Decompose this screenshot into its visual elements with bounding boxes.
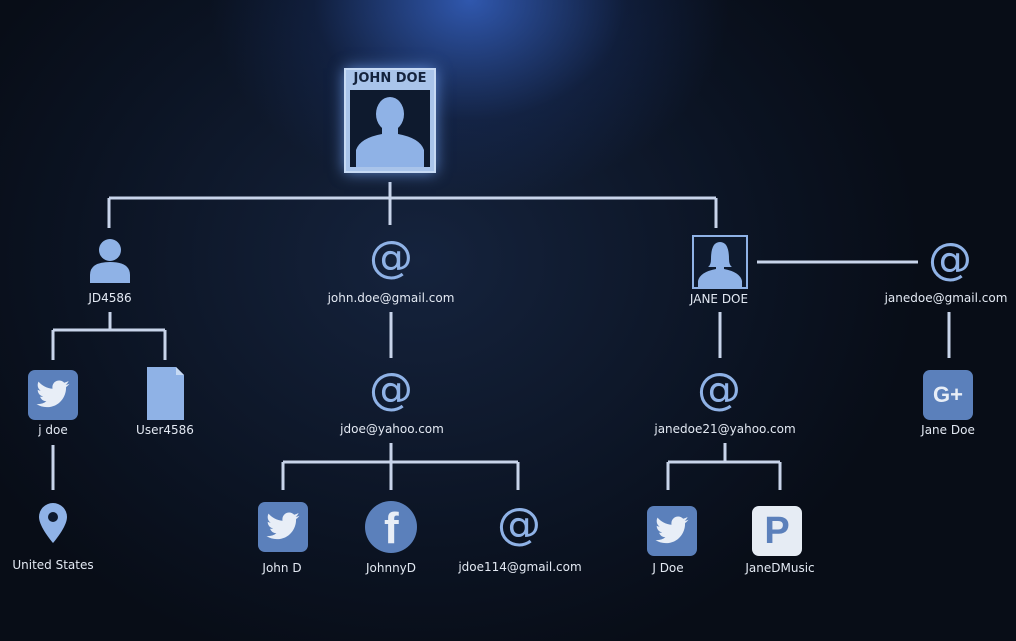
at-icon: @ [697,364,741,415]
twitter-jane-label: J Doe [652,561,684,575]
gmail-label: john.doe@gmail.com [327,291,455,305]
john-doe-card[interactable]: JOHN DOE [344,68,436,173]
pandora-icon: P [752,506,802,556]
at-icon: @ [369,364,413,415]
facebook-label: JohnnyD [365,561,417,575]
at-icon: @ [497,499,541,550]
jane-gmail-label: janedoe@gmail.com [884,291,1008,305]
at-icon: @ [928,234,972,285]
jane-doe-card[interactable] [692,235,748,289]
person-silhouette-icon [350,90,430,167]
twitter-icon [647,506,697,556]
twitter-icon [28,370,78,420]
yahoo-label: jdoe@yahoo.com [340,422,444,436]
username-label: JD4586 [88,291,132,305]
location-pin-icon [39,503,67,547]
twitter-johnd-label: John D [262,561,302,575]
user-icon [89,238,131,288]
facebook-glyph: f [384,504,399,553]
jane-yahoo-label: janedoe21@yahoo.com [654,422,796,436]
document-icon [147,367,184,424]
twitter-icon [258,502,308,552]
document-label: User4586 [136,423,194,437]
root-name: JOHN DOE [353,71,427,86]
facebook-icon: f [365,501,417,553]
google-plus-glyph: G+ [933,382,963,407]
pandora-label: JaneDMusic [745,561,815,575]
gmail2-label: jdoe114@gmail.com [458,560,582,574]
pandora-glyph: P [764,509,790,552]
location-label: United States [12,558,94,572]
twitter-jdoe-label: j doe [38,423,68,437]
jane-label: JANE DOE [689,292,749,306]
at-icon: @ [369,232,413,283]
gplus-label: Jane Doe [921,423,975,437]
google-plus-icon: G+ [923,370,973,420]
female-silhouette-icon [698,242,742,287]
